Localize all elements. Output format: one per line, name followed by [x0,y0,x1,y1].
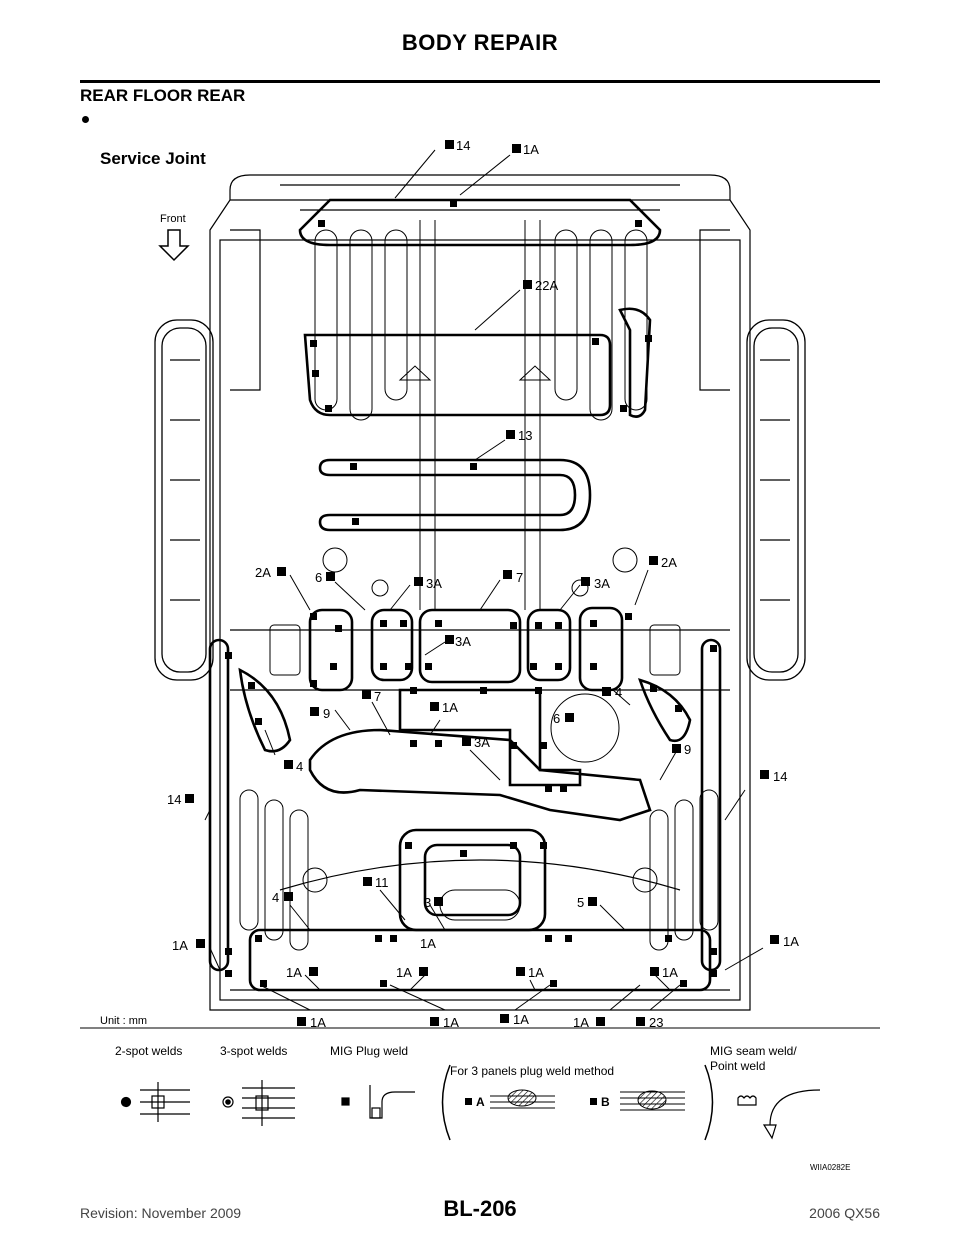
panel-a-icon: A [465,1089,555,1109]
vehicle-body-outline [209,174,751,1011]
weld-callout: 1A [573,1015,589,1030]
panel-b-icon: B [590,1090,685,1111]
panel-a-label: A [476,1095,485,1109]
bracket-icon [441,1064,714,1141]
weld-callout: 22A [535,278,558,293]
footer-revision: Revision: November 2009 [80,1205,242,1221]
header-rule [80,80,880,83]
weld-callout: 6 [553,711,560,726]
legend-mig-seam-label-2: Point weld [710,1059,765,1073]
weld-callout: 1A [442,700,458,715]
front-arrow-icon [158,229,190,262]
legend-three-spot-label: 3-spot welds [220,1044,287,1058]
legend-mig-plug-label: MIG Plug weld [330,1044,408,1058]
legend-mig-seam-label-1: MIG seam weld/ [710,1044,797,1058]
mig-plug-weld-icon [341,1085,415,1119]
weld-joint-outlines [208,198,722,992]
weld-callout: 23 [649,1015,663,1030]
weld-callout: 2A [661,555,677,570]
callout-leader-lines [204,149,764,1011]
two-spot-weld-icon [120,1082,190,1122]
weld-callout: 4 [296,759,303,774]
weld-callout: 1A [420,936,436,951]
weld-callout: 1A [286,965,302,980]
bullet-point [82,116,89,123]
rear-wheels [154,319,806,681]
section-title: REAR FLOOR REAR [80,86,246,105]
three-spot-weld-icon [222,1080,295,1126]
weld-callout: 9 [684,742,691,757]
weld-callout: 5 [577,895,584,910]
weld-callout: 14 [773,769,787,784]
weld-callout: 3A [455,634,471,649]
weld-callout: 1A [396,965,412,980]
figure-heading: Service Joint [100,149,206,168]
weld-callout: 3 [424,895,431,910]
weld-callout: 7 [374,689,381,704]
weld-callout: 9 [323,706,330,721]
weld-callout: 1A [783,934,799,949]
legend-three-panel-label: For 3 panels plug weld method [450,1064,614,1078]
weld-callout: 11 [375,875,389,890]
weld-callout: 6 [315,570,322,585]
weld-callout: 2A [255,565,271,580]
weld-callout: 3A [594,576,610,591]
service-joint-figure: Service Joint Front [80,130,880,1170]
weld-callout: 1A [662,965,678,980]
weld-callout: 7 [516,570,523,585]
weld-callout: 1A [310,1015,326,1030]
page-header-title: BODY REPAIR [401,30,559,55]
weld-callout: 3A [426,576,442,591]
weld-callout: 4 [272,890,279,905]
weld-callout: 13 [518,428,532,443]
footer-page-number: BL-206 [443,1196,517,1221]
weld-callout: 4 [615,685,622,700]
weld-callout: 3A [474,735,490,750]
weld-legend: 2-spot welds 3-spot welds MIG Plug weld … [115,1044,821,1141]
front-label: Front [160,213,186,225]
mig-seam-weld-icon [737,1089,821,1140]
weld-callout: 1A [528,965,544,980]
weld-callouts: 14 1A 22A 13 2A 6 3A 7 3A 2A 3A 9 7 1A 4… [167,138,799,1030]
legend-two-spot-label: 2-spot welds [115,1044,182,1058]
panel-b-label: B [601,1095,610,1109]
weld-callout: 1A [172,938,188,953]
weld-callout: 1A [513,1012,529,1027]
footer-model: 2006 QX56 [809,1205,880,1221]
weld-callout: 14 [167,792,181,807]
weld-spot-markers [225,200,717,987]
unit-label: Unit : mm [100,1015,147,1027]
figure-id: WIIA0282E [810,1163,850,1170]
weld-callout: 14 [456,138,470,153]
weld-callout: 1A [443,1015,459,1030]
floor-ribs [239,220,719,951]
weld-callout: 1A [523,142,539,157]
